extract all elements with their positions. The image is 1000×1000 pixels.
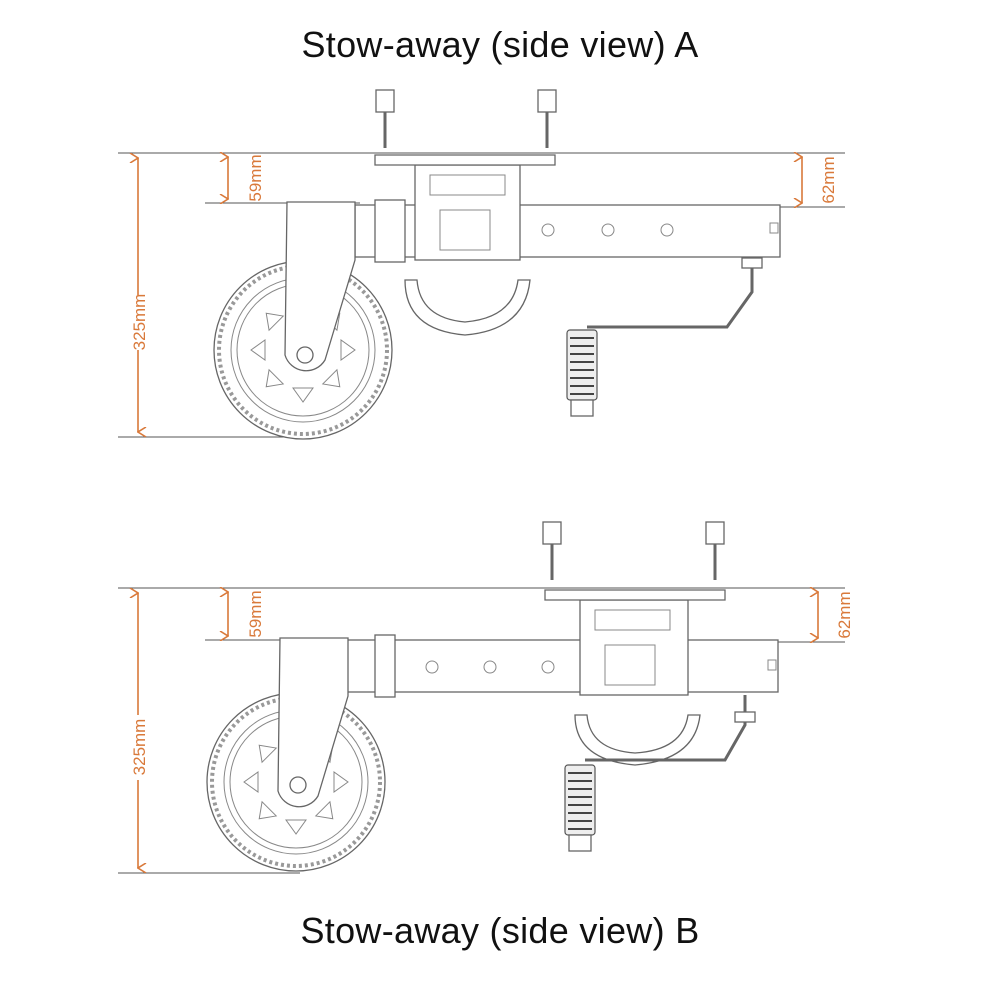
- dimension-total-b: 325mm: [130, 593, 149, 868]
- dimension-right-b: 62mm: [818, 591, 854, 638]
- title-view-b: Stow-away (side view) B: [300, 910, 700, 951]
- dimension-total-a: 325mm: [130, 158, 149, 432]
- handle: [574, 714, 701, 766]
- fork: [284, 201, 356, 372]
- dim-total-label: 325mm: [130, 294, 149, 351]
- tube: [344, 639, 779, 693]
- title-view-a: Stow-away (side view) A: [301, 24, 699, 65]
- jockey-wheel-a: [212, 88, 781, 441]
- jockey-wheel-b: [205, 520, 779, 873]
- dim-left-label: 59mm: [246, 590, 265, 637]
- handle: [404, 279, 531, 336]
- dimension-left-b: 59mm: [228, 590, 265, 637]
- fork: [277, 637, 349, 808]
- dim-total-label: 325mm: [130, 719, 149, 776]
- view-b-drawing: 325mm 59mm 62mm: [118, 520, 854, 874]
- dim-right-label: 62mm: [819, 156, 838, 203]
- view-a-drawing: 325mm 59mm 62mm: [118, 88, 845, 441]
- dimension-left-a: 59mm: [228, 154, 265, 201]
- clamp: [579, 599, 689, 696]
- dim-right-label: 62mm: [835, 591, 854, 638]
- clamp: [414, 164, 521, 261]
- dim-left-label: 59mm: [246, 154, 265, 201]
- dimension-right-a: 62mm: [802, 156, 838, 203]
